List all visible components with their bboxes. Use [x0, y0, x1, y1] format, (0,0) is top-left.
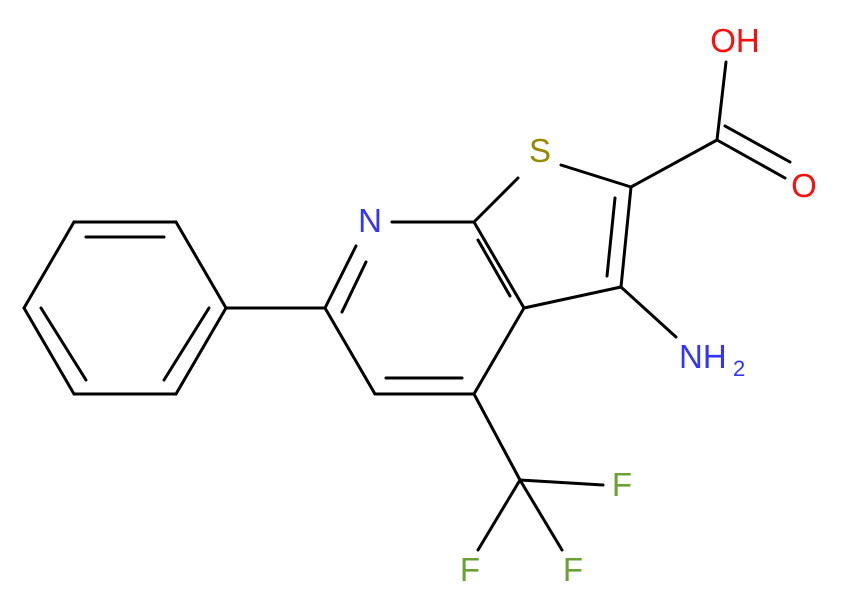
atom-oh-hydroxyl: OH [710, 22, 760, 59]
bond-cf3-f2 [476, 478, 522, 552]
bond-c7a-c3a [472, 220, 526, 310]
atom-f1: F [612, 466, 632, 503]
atom-nh-subscript: 2 [733, 356, 745, 381]
atom-o-carbonyl: O [791, 167, 817, 204]
bonds [22, 60, 792, 552]
bond-c5-c6 [323, 306, 377, 396]
bond-ph1 [174, 220, 228, 310]
bond-c6-n [323, 244, 358, 310]
bond-c6-n-inner [340, 260, 368, 314]
bond-s-c2 [559, 163, 633, 189]
bond-c4-cf3 [472, 392, 522, 482]
atom-nh2-amino: NH 2 [679, 338, 745, 381]
bond-c3a-c4 [472, 306, 526, 396]
bond-ph6 [174, 306, 228, 396]
bond-ccooh-o-double [723, 124, 792, 164]
atom-labels: N S OH O NH 2 F F F [358, 22, 817, 588]
bond-c2-c3-inner [605, 196, 617, 278]
bond-cf3-f1 [518, 478, 605, 487]
atom-n-pyridine: N [358, 202, 382, 239]
atom-f2: F [460, 551, 480, 588]
bond-c3-nh2 [619, 285, 678, 339]
atom-f3: F [563, 551, 583, 588]
atom-s-thiophene: S [529, 132, 551, 169]
bond-ph6-inner [162, 306, 211, 382]
bond-c2-c3 [619, 185, 633, 289]
bond-ph4 [22, 306, 76, 396]
bond-cf3-f3 [518, 478, 564, 552]
bond-ccooh-oh [715, 60, 728, 142]
bond-c3-c3a [522, 285, 623, 310]
bond-c2-ccooh [629, 138, 719, 189]
atom-nh-label: NH [679, 338, 727, 375]
bond-ccooh-o [715, 138, 787, 180]
bond-c7a-s [472, 176, 520, 224]
bond-ph4-inner [39, 306, 88, 382]
bond-c7a-c3a-inner [476, 238, 512, 298]
bond-ph3 [22, 220, 76, 310]
